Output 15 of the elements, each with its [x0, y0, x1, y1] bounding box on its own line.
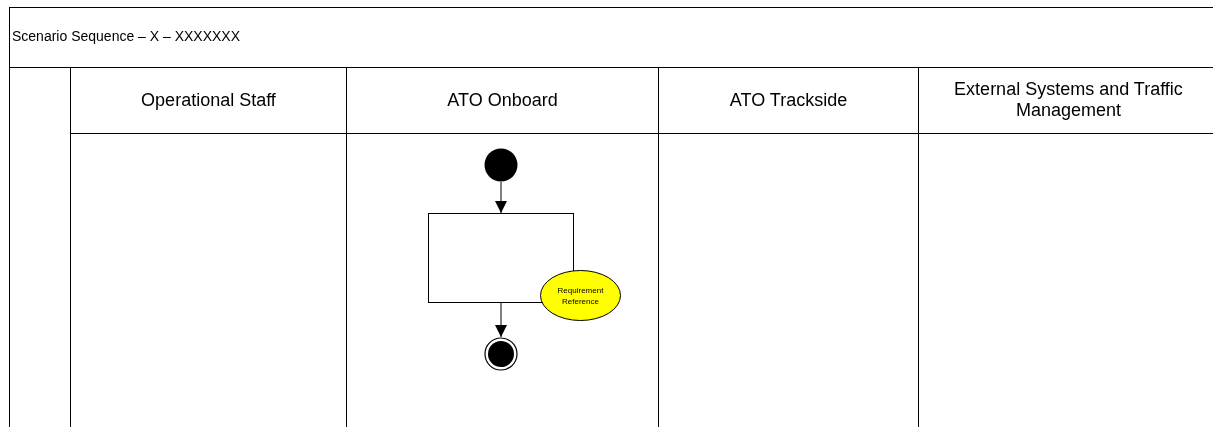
requirement-ellipse: [540, 270, 621, 321]
requirement-label: Requirement Reference: [556, 284, 605, 307]
end-node: [484, 337, 518, 371]
arrow: [495, 181, 507, 214]
lane-title: ATO Trackside: [729, 89, 848, 111]
swimlane: [658, 67, 918, 427]
lane-title: External Systems and Traffic Management: [953, 79, 1184, 121]
swimlane: [346, 67, 658, 427]
lane-title: ATO Onboard: [447, 89, 558, 111]
swimlane: [70, 67, 346, 427]
arrow: [495, 302, 507, 338]
diagram-title: Scenario Sequence – X – XXXXXXX: [12, 28, 241, 44]
swimlane: [918, 67, 1213, 427]
start-node: [484, 148, 518, 182]
lane-title: Operational Staff: [141, 89, 276, 111]
